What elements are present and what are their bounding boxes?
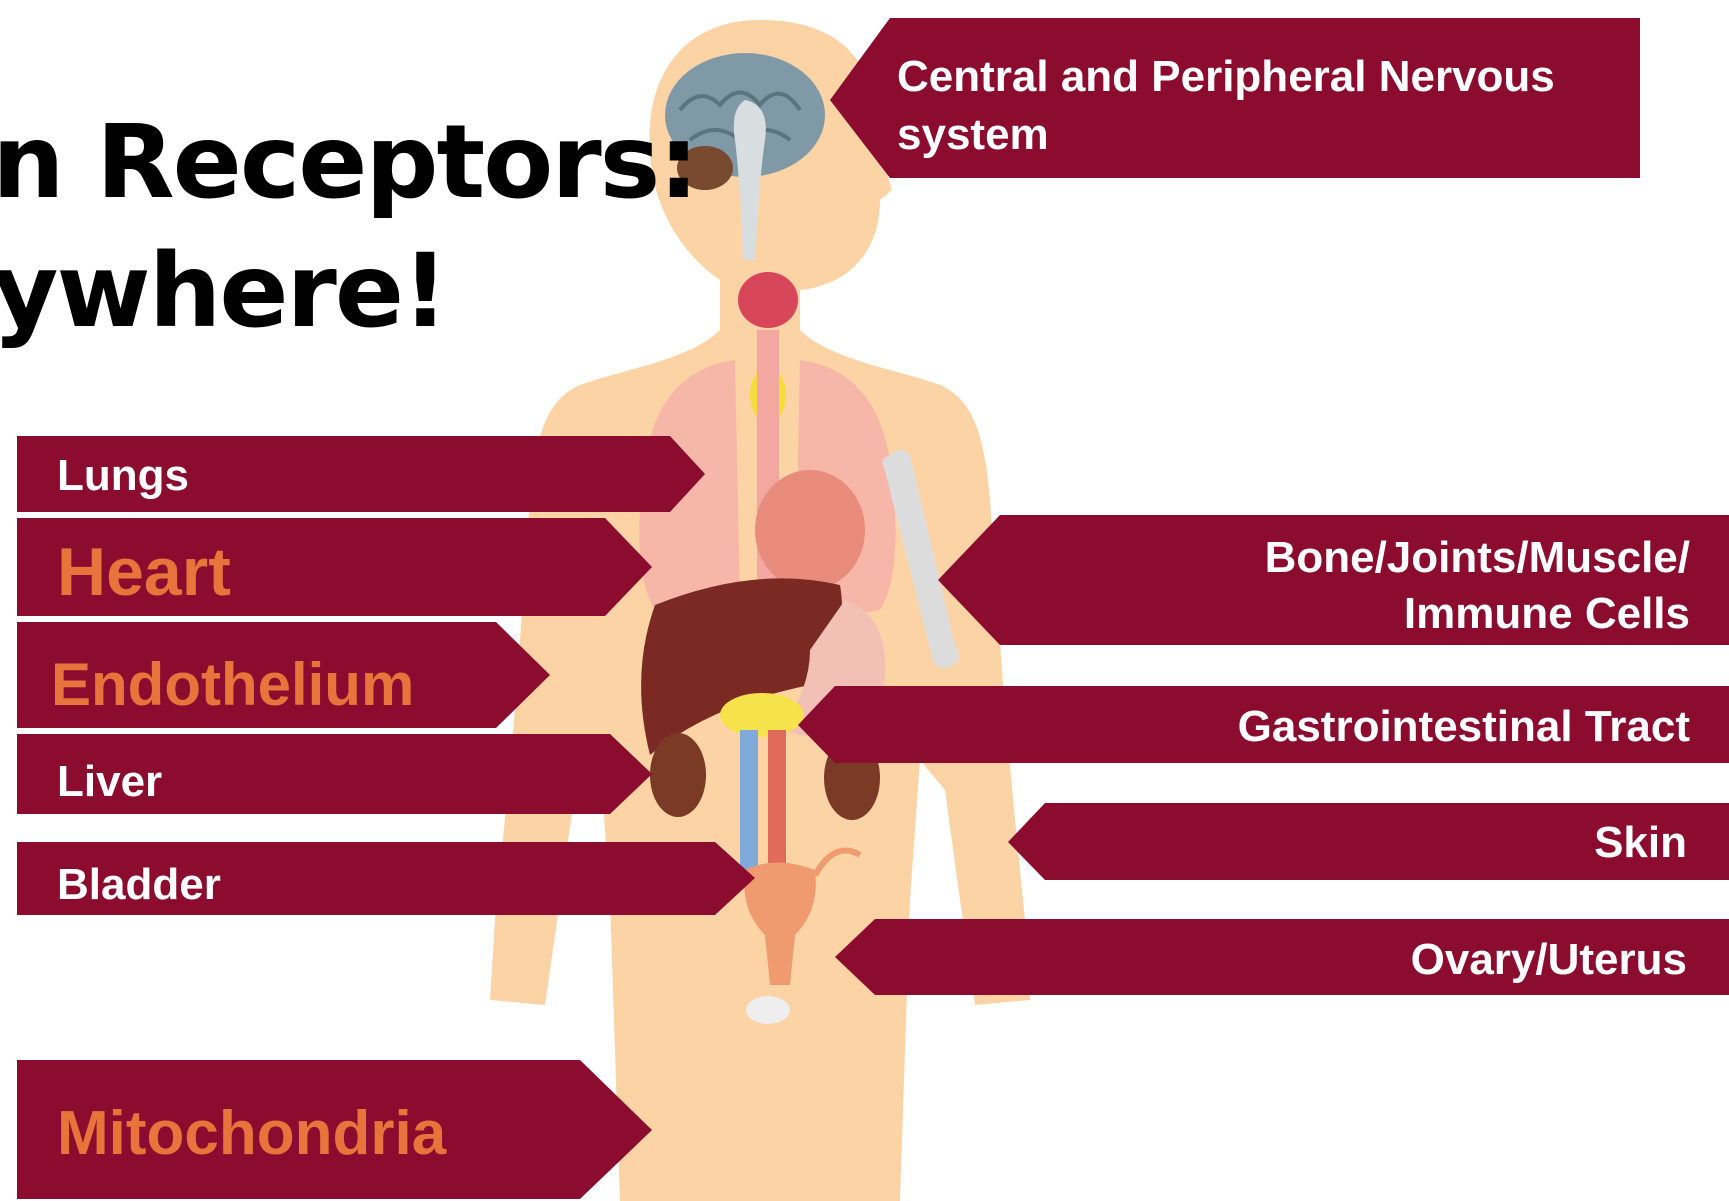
label-liver: Liver	[57, 757, 162, 807]
label-bone-joints: Bone/Joints/Muscle/ Immune Cells	[1150, 530, 1690, 642]
label-endothelium: Endothelium	[51, 650, 414, 719]
label-gastrointestinal: Gastrointestinal Tract	[1100, 702, 1690, 752]
label-heart: Heart	[57, 533, 231, 611]
label-nervous-system: Central and Peripheral Nervous system	[897, 48, 1627, 164]
label-ovary-uterus: Ovary/Uterus	[1250, 935, 1687, 985]
title-line-1: n Receptors:	[0, 103, 697, 222]
label-skin: Skin	[1400, 818, 1687, 868]
title-line-2: ywhere!	[0, 232, 447, 351]
label-mitochondria: Mitochondria	[57, 1098, 446, 1169]
label-lungs: Lungs	[57, 451, 189, 501]
label-bladder: Bladder	[57, 860, 221, 910]
